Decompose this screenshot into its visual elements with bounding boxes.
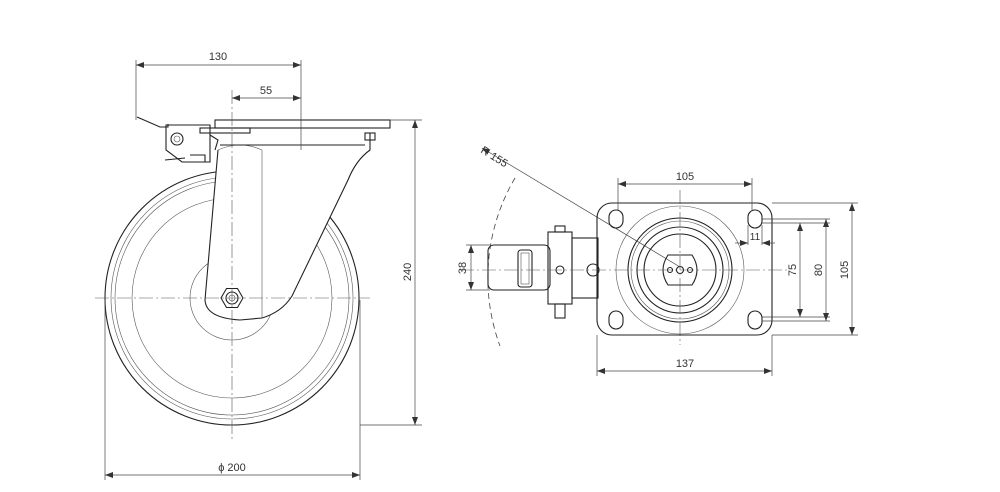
mounting-plate xyxy=(596,202,773,336)
dimension-label: 80 xyxy=(813,264,825,276)
mounting-hole xyxy=(608,310,624,330)
dimension-130: 130 xyxy=(135,51,302,150)
dimension-label: 130 xyxy=(209,51,227,63)
dimension-11: 11 xyxy=(735,225,775,246)
dimension-137: 137 xyxy=(596,335,773,376)
fork xyxy=(204,133,371,321)
mounting-hole xyxy=(747,209,763,229)
top-plate xyxy=(199,119,391,146)
dimension-105-top: 105 xyxy=(617,171,753,210)
dimension-38: 38 xyxy=(457,244,490,291)
fork-top xyxy=(547,225,600,319)
dimension-240: 240 xyxy=(360,119,422,426)
dimension-80: 80 xyxy=(762,218,830,322)
dimension-label: 105 xyxy=(839,261,851,279)
dimension-75: 75 xyxy=(762,222,830,318)
dimension-diameter-200: ϕ 200 xyxy=(104,300,361,480)
dimension-105-right: 105 xyxy=(772,202,858,336)
dimension-label: 240 xyxy=(402,263,414,281)
dimension-label: 75 xyxy=(787,264,799,276)
dimension-label: 137 xyxy=(676,358,694,370)
dimension-label: 11 xyxy=(750,232,761,243)
dimension-label: 38 xyxy=(457,262,469,274)
mounting-hole xyxy=(608,209,624,229)
wheel-top xyxy=(487,244,551,291)
dimension-label: 105 xyxy=(676,171,694,183)
swivel-radius-arc xyxy=(487,177,516,347)
dimension-55: 55 xyxy=(232,85,301,101)
side-view: 130 55 240 ϕ 200 xyxy=(95,51,422,480)
dimension-label: R 155 xyxy=(478,144,509,170)
dimension-label: 55 xyxy=(260,85,272,97)
top-view: R 155 105 137 11 xyxy=(457,144,858,376)
dimension-r155: R 155 xyxy=(478,144,681,268)
brake-lever xyxy=(136,116,219,163)
mounting-hole xyxy=(747,310,763,330)
dimension-label: ϕ 200 xyxy=(218,462,246,474)
